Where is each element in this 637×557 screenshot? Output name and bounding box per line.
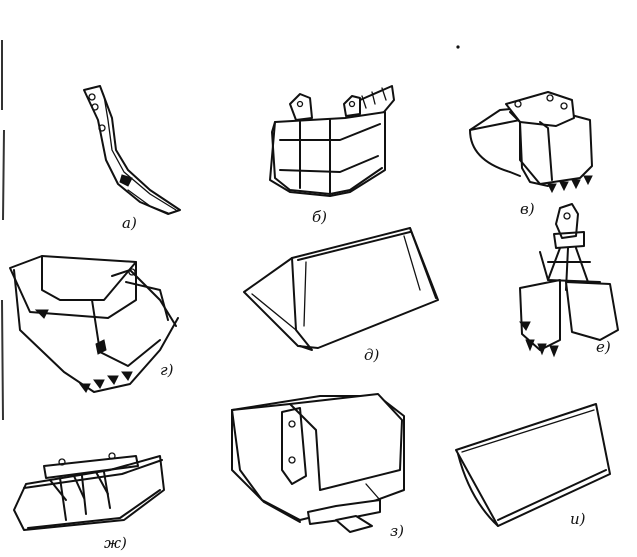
label-v: в)	[520, 200, 535, 218]
label-g: г)	[160, 361, 174, 379]
loader-bucket-drawing	[243, 227, 439, 351]
label-b: б)	[312, 208, 327, 226]
scan-edge-marks	[1, 40, 460, 421]
label-d: д)	[364, 346, 380, 364]
backhoe-bucket-wide-drawing	[469, 91, 593, 194]
label-zh: ж)	[104, 534, 127, 552]
label-z: з)	[390, 522, 404, 540]
ditching-bucket-drawing	[13, 452, 165, 531]
clamshell-grab-drawing	[519, 203, 619, 358]
label-a: а)	[122, 214, 137, 232]
front-shovel-bucket-drawing	[231, 393, 405, 533]
ripper-tooth-drawing	[83, 85, 181, 215]
label-e: е)	[596, 338, 611, 356]
rock-bucket-drawing	[9, 255, 179, 393]
backhoe-bucket-narrow-drawing	[269, 85, 395, 197]
label-i: и)	[570, 510, 586, 528]
dozer-blade-drawing	[455, 403, 611, 527]
